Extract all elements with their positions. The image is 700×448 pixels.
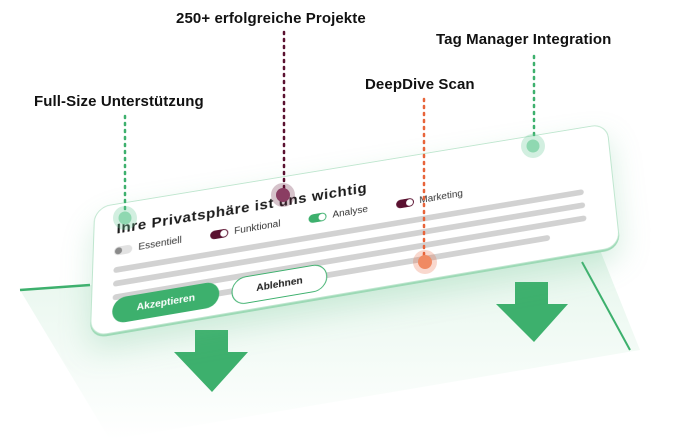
feature-label-full-size: Full-Size Unterstützung [34, 93, 204, 110]
feature-label-deepdive: DeepDive Scan [365, 76, 475, 93]
toggle-switch[interactable] [114, 244, 133, 256]
toggle-essentiell[interactable]: Essentiell [114, 235, 182, 257]
toggle-switch[interactable] [210, 228, 228, 240]
feature-label-tag-manager: Tag Manager Integration [436, 31, 611, 48]
toggle-label: Funktional [234, 219, 280, 237]
toggle-marketing[interactable]: Marketing [395, 189, 463, 210]
toggle-label: Marketing [419, 189, 463, 206]
toggle-label: Analyse [332, 204, 368, 220]
toggle-switch[interactable] [308, 212, 326, 223]
feature-label-projekte: 250+ erfolgreiche Projekte [176, 10, 366, 27]
toggle-analyse[interactable]: Analyse [308, 204, 368, 224]
toggle-switch[interactable] [395, 198, 413, 209]
toggle-funktional[interactable]: Funktional [210, 219, 281, 241]
toggle-label: Essentiell [138, 235, 182, 253]
